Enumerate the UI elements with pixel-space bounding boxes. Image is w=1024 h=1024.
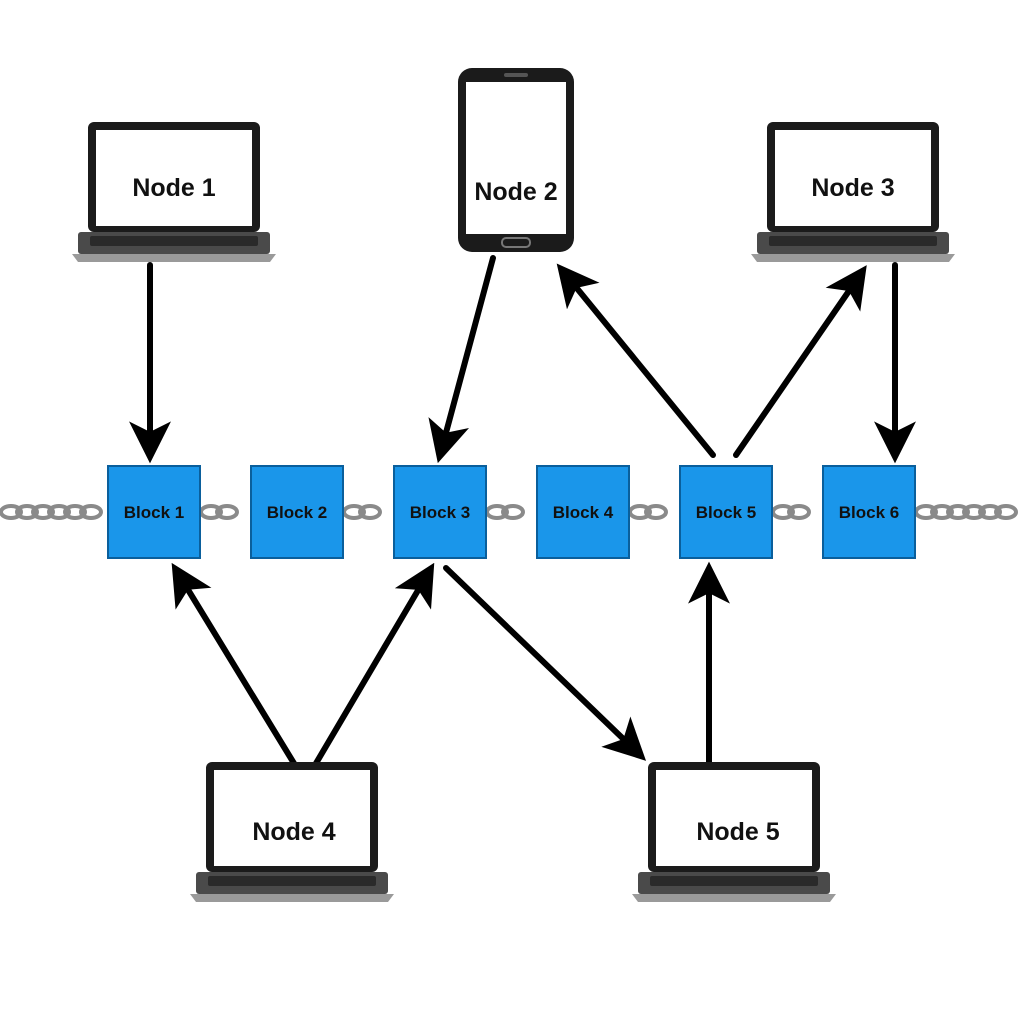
blocks: Block 1 Block 2 Block 3 Block 4 Block 5 … [107,465,916,559]
chain-link [358,504,382,520]
block-3[interactable]: Block 3 [393,465,487,559]
chain-link [946,504,970,520]
block-1-label: Block 1 [124,503,184,522]
chain-link [79,504,103,520]
chain-link [962,504,986,520]
chain-link [0,504,23,520]
smartphone-icon [458,68,574,252]
nodes: Node 1 Node 2 Node 3 [72,68,955,902]
block-2[interactable]: Block 2 [250,465,344,559]
chain-link [215,504,239,520]
node-2-label: Node 2 [474,178,557,206]
chain-link [930,504,954,520]
laptop-icon [632,762,836,902]
node-5[interactable]: Node 5 [632,762,836,902]
chain-link [47,504,71,520]
chain-link [978,504,1002,520]
node-5-label: Node 5 [696,818,779,846]
chain-link [15,504,39,520]
arrow-b3-to-n5 [443,565,647,761]
block-4[interactable]: Block 4 [536,465,630,559]
laptop-icon [190,762,394,902]
chain-link [787,504,811,520]
arrow-b5-to-n3 [733,265,867,458]
block-6-label: Block 6 [839,503,899,522]
connection-arrows [129,255,916,768]
block-3-label: Block 3 [410,503,470,522]
node-2[interactable]: Node 2 [458,68,574,252]
node-3-label: Node 3 [811,174,894,202]
node-4-label: Node 4 [252,818,335,846]
arrow-n4-to-b1 [171,562,298,768]
arrow-n2-to-b3 [428,255,496,464]
block-1[interactable]: Block 1 [107,465,201,559]
block-4-label: Block 4 [553,503,614,522]
chain-link [31,504,55,520]
node-1-label: Node 1 [132,174,215,202]
chain-link [501,504,525,520]
block-6[interactable]: Block 6 [822,465,916,559]
chain-link [994,504,1018,520]
node-4[interactable]: Node 4 [190,762,394,902]
laptop-icon [751,122,955,262]
laptop-icon [72,122,276,262]
chain-link [644,504,668,520]
block-5[interactable]: Block 5 [679,465,773,559]
chain-link [63,504,87,520]
node-1[interactable]: Node 1 [72,122,276,262]
arrow-n4-to-b3 [312,562,435,768]
block-5-label: Block 5 [696,503,756,522]
arrow-b5-to-n2 [556,263,716,458]
node-3[interactable]: Node 3 [751,122,955,262]
block-2-label: Block 2 [267,503,327,522]
